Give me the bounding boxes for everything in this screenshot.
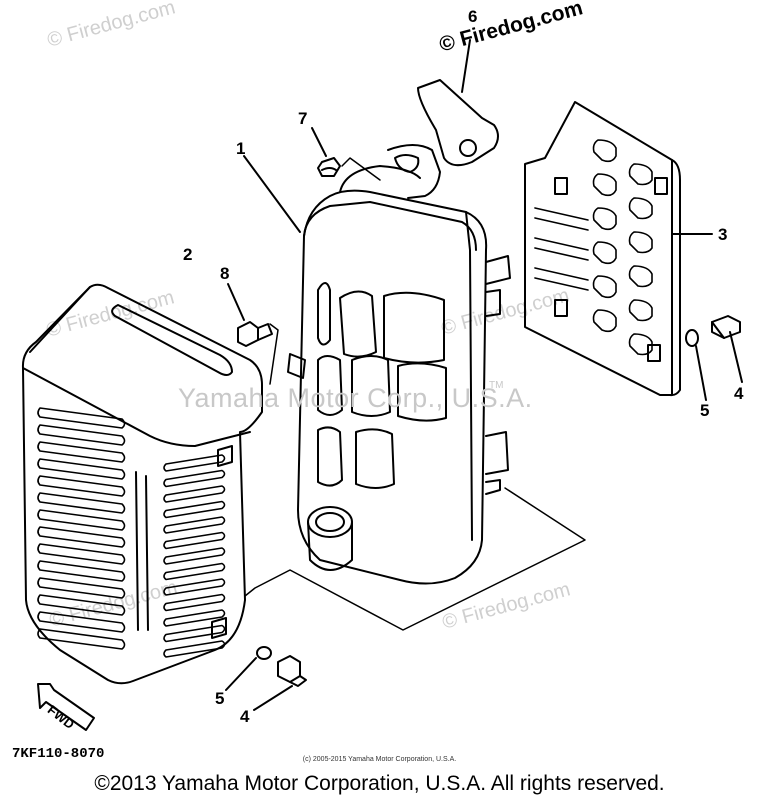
shield-slot: [628, 333, 653, 356]
grille-slot: [163, 531, 226, 550]
shield-rib: [534, 267, 589, 291]
bolt-washer-bottom: [225, 646, 307, 711]
grille-slot: [37, 560, 126, 582]
label-part-5-bottom: 5: [215, 689, 225, 708]
grille-slot: [37, 577, 126, 599]
grille-slot: [163, 469, 226, 488]
shield-slot: [592, 173, 617, 197]
label-part-8: 8: [220, 264, 230, 283]
label-part-3: 3: [718, 225, 728, 244]
grille-slot: [37, 424, 126, 446]
shield-rib: [534, 237, 589, 261]
grille-slot: [163, 578, 226, 596]
grille-slot: [37, 594, 126, 616]
shield-slot: [592, 275, 617, 299]
grille-slot: [163, 624, 226, 643]
grille-slot: [163, 547, 226, 565]
muffler-part-1: [243, 144, 586, 631]
grille-slot: [163, 516, 226, 534]
shield-slot: [628, 197, 653, 220]
grille-slot: [37, 543, 126, 565]
shield-slot: [592, 139, 617, 163]
grille-slot: [37, 611, 126, 633]
small-copyright: (c) 2005-2015 Yamaha Motor Corporation, …: [302, 756, 457, 763]
copyright-notice: ©2013 Yamaha Motor Corporation, U.S.A. A…: [94, 772, 665, 795]
grille-slot: [163, 609, 226, 627]
grille-slot: [37, 441, 126, 463]
grille-slot: [163, 485, 226, 503]
grille-slot: [163, 454, 226, 472]
grille-slot: [37, 492, 126, 514]
shield-slot: [592, 309, 617, 333]
grille-slot: [37, 628, 126, 650]
grille-slot: [163, 500, 226, 519]
label-part-4-right: 4: [734, 384, 744, 403]
grille-slot: [37, 509, 126, 531]
shield-slot: [592, 207, 617, 231]
fwd-arrow-icon: [37, 683, 95, 731]
grille-slot: [37, 475, 126, 497]
watermark-tm: TM: [489, 380, 504, 391]
grille-slot: [163, 562, 226, 581]
nut-part-7: [311, 127, 381, 181]
label-part-5-right: 5: [700, 401, 710, 420]
diagram-code: 7KF110-8070: [12, 746, 105, 762]
shield-rib: [534, 207, 589, 231]
grille-slot: [163, 640, 226, 658]
heat-shield-part-3: [524, 101, 713, 397]
grille-slot: [37, 458, 126, 480]
shield-slot: [628, 299, 653, 322]
shield-slot: [592, 241, 617, 265]
muffler-protector-part-2: [21, 283, 263, 685]
watermark-yamaha: Yamaha Motor Corp., U.S.A.: [178, 383, 533, 413]
label-part-2: 2: [183, 245, 193, 264]
shield-slot: [628, 265, 653, 288]
grille-slot: [163, 593, 226, 612]
label-part-6: 6: [468, 7, 478, 26]
bolt-washer-right: [685, 315, 743, 401]
shield-slot: [628, 231, 653, 254]
grille-slot: [37, 526, 126, 548]
bracket-part-6: [417, 39, 499, 167]
label-part-7: 7: [298, 109, 308, 128]
bolt-part-8: [227, 283, 273, 347]
label-part-1: 1: [236, 139, 246, 158]
label-part-4-bottom: 4: [240, 707, 250, 726]
grille-slot: [37, 407, 126, 429]
shield-slot: [628, 163, 653, 186]
